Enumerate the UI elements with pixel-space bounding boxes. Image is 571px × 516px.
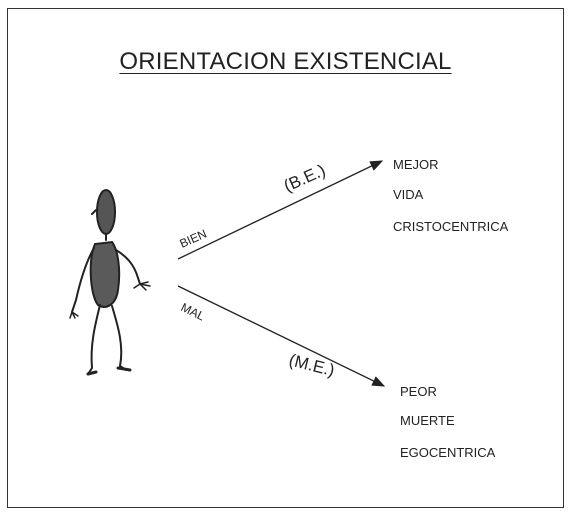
lower-branch-abbr: (M.E.) bbox=[287, 350, 337, 380]
lower-outcome-1: PEOR bbox=[400, 384, 437, 399]
figure-right-foot bbox=[116, 366, 132, 372]
figure-right-hand bbox=[133, 281, 151, 291]
figure-right-arm bbox=[115, 249, 141, 285]
figure-torso bbox=[89, 240, 121, 308]
figure-left-foot bbox=[86, 370, 98, 376]
figure-hair bbox=[91, 209, 97, 215]
upper-outcome-1: MEJOR bbox=[393, 157, 439, 172]
lower-outcome-3: EGOCENTRICA bbox=[400, 445, 496, 460]
figure-left-leg bbox=[87, 304, 101, 375]
figure-left-hand bbox=[69, 311, 79, 319]
figure-left-arm bbox=[71, 247, 95, 313]
person-figure bbox=[69, 189, 151, 376]
upper-outcome-3: CRISTOCENTRICA bbox=[393, 219, 509, 234]
lower-branch-label: MAL bbox=[179, 300, 208, 324]
figure-right-leg bbox=[111, 305, 127, 371]
lower-branch-arrow bbox=[177, 285, 386, 387]
upper-outcome-2: VIDA bbox=[393, 187, 424, 202]
figure-head bbox=[96, 189, 116, 235]
diagram-title: ORIENTACION EXISTENCIAL bbox=[119, 48, 452, 75]
lower-outcome-2: MUERTE bbox=[400, 413, 455, 428]
upper-branch-arrow bbox=[177, 160, 384, 260]
